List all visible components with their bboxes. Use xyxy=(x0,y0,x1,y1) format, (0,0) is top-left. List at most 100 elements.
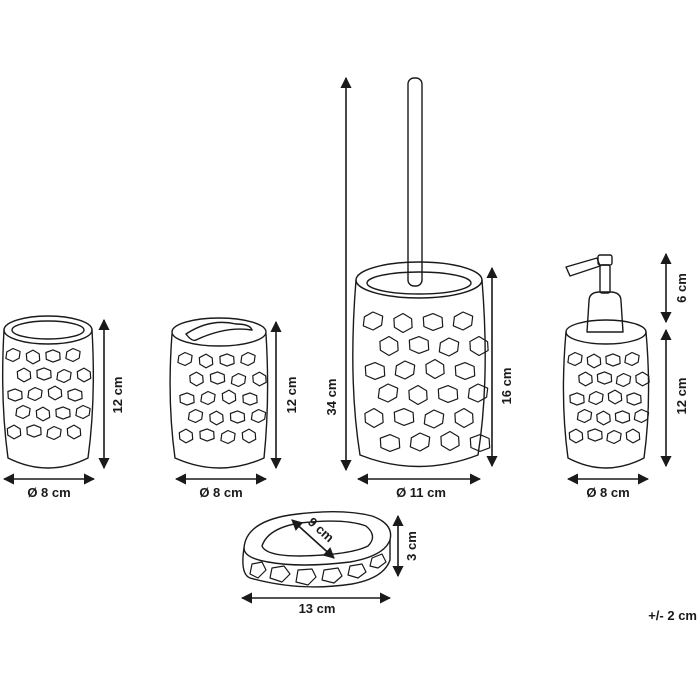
hexagon-cell xyxy=(567,351,583,367)
hexagon-cell xyxy=(177,351,193,367)
hexagon-cell xyxy=(633,408,650,424)
tumbler-width-dimension: Ø 8 cm xyxy=(2,473,96,500)
hexagon-cell xyxy=(596,410,611,426)
brush-total-height-label: 34 cm xyxy=(324,379,339,416)
hexagon-cell xyxy=(578,371,593,387)
hexagon-cell xyxy=(454,362,476,380)
hexagon-cell xyxy=(229,410,246,424)
hexagon-cell xyxy=(198,353,214,369)
hexagon-cell xyxy=(425,358,445,380)
hexagon-cell xyxy=(438,337,460,357)
hexagon-cell xyxy=(66,424,82,440)
hexagon-cell xyxy=(221,389,237,405)
hexagon-cell xyxy=(242,392,258,406)
hexagon-cell xyxy=(76,367,92,383)
hexagon-cell xyxy=(625,428,641,444)
hexagon-cell xyxy=(393,408,415,426)
hexagon-cell xyxy=(379,335,399,357)
hexagon-cell xyxy=(179,392,195,406)
hexagon-cell xyxy=(569,392,585,406)
brush-holder-height-label: 16 cm xyxy=(499,368,514,405)
hexagon-cell xyxy=(219,353,235,367)
hexagon-cell xyxy=(47,385,63,401)
dispenser-pump-height-dimension: 6 cm xyxy=(660,252,689,324)
hexagon-cell xyxy=(635,371,650,387)
dispenser-width-dimension: Ø 8 cm xyxy=(566,473,650,500)
soap-dish xyxy=(242,511,392,588)
hexagon-cell xyxy=(27,386,43,402)
hexagon-cell xyxy=(377,383,399,403)
dish-hex-band xyxy=(249,553,387,586)
holder-width-dimension: Ø 8 cm xyxy=(174,473,268,500)
hexagon-cell xyxy=(241,428,257,444)
hexagon-cell xyxy=(240,351,256,367)
hexagon-cell xyxy=(422,313,444,331)
dish-height-label: 3 cm xyxy=(404,531,419,561)
hexagon-cell xyxy=(5,347,21,363)
dish-height-dimension: 3 cm xyxy=(392,514,419,578)
dish-width-label: 13 cm xyxy=(299,601,336,616)
hexagon-cell xyxy=(576,408,593,424)
hexagon-cell xyxy=(624,351,640,367)
dispenser-hex-pattern xyxy=(567,351,650,445)
hexagon-cell xyxy=(26,424,42,438)
hexagon-cell xyxy=(15,404,31,420)
hexagon-cell xyxy=(586,353,602,369)
pump-stem xyxy=(599,264,611,294)
hexagon-cell xyxy=(408,384,428,406)
hexagon-cell xyxy=(615,372,632,388)
hexagon-cell xyxy=(605,353,621,367)
hexagon-cell xyxy=(250,408,267,424)
tumbler-width-label: Ø 8 cm xyxy=(27,485,70,500)
tumbler-height-dimension: 12 cm xyxy=(98,318,125,470)
hexagon-cell xyxy=(607,389,623,405)
holder-width-label: Ø 8 cm xyxy=(199,485,242,500)
hexagon-cell xyxy=(189,371,204,387)
hexagon-cell xyxy=(56,368,72,384)
soap-dispenser xyxy=(562,254,650,469)
holder-height-dimension: 12 cm xyxy=(270,320,299,470)
brush-hex-pattern xyxy=(362,311,491,452)
hexagon-cell xyxy=(55,406,71,420)
hexagon-cell xyxy=(6,424,22,440)
tumbler xyxy=(1,315,95,469)
dish-depth-label: 9 cm xyxy=(305,514,337,545)
hexagon-cell xyxy=(362,311,384,331)
hexagon-cell xyxy=(606,429,622,445)
hexagon-cell xyxy=(394,360,416,380)
dispenser-pump-height-label: 6 cm xyxy=(674,273,689,303)
hexagon-cell xyxy=(199,428,215,442)
tolerance-note: +/- 2 cm xyxy=(648,608,697,623)
dispenser-body-height-label: 12 cm xyxy=(674,378,689,415)
hexagon-cell xyxy=(614,410,631,424)
hexagon-cell xyxy=(178,428,194,444)
hexagon-cell xyxy=(452,311,474,331)
hexagon-cell xyxy=(568,428,584,444)
hexagon-cell xyxy=(200,390,216,406)
hexagon-cell xyxy=(67,388,83,402)
hexagon-cell xyxy=(437,385,459,403)
brush-width-dimension: Ø 11 cm xyxy=(356,473,482,500)
brush-holder-height-dimension: 16 cm xyxy=(486,266,514,468)
hexagon-cell xyxy=(454,407,474,429)
hexagon-cell xyxy=(25,349,41,365)
hexagon-cell xyxy=(45,349,61,363)
hexagon-cell xyxy=(7,388,23,402)
pump-spout xyxy=(565,257,601,277)
hexagon-cell xyxy=(46,425,62,441)
hexagon-cell xyxy=(440,430,460,452)
dish-width-dimension: 13 cm xyxy=(240,592,392,616)
hexagon-cell xyxy=(252,371,267,387)
hexagon-cell xyxy=(220,429,236,445)
holder-height-label: 12 cm xyxy=(284,377,299,414)
brush-handle xyxy=(407,77,423,287)
hexagon-cell xyxy=(75,404,91,420)
hexagon-cell xyxy=(588,390,604,406)
dispenser-body-height-dimension: 12 cm xyxy=(660,328,689,468)
tumbler-height-label: 12 cm xyxy=(110,377,125,414)
hexagon-cell xyxy=(364,362,386,380)
hexagon-cell xyxy=(626,392,642,406)
brush-total-height-dimension: 34 cm xyxy=(324,76,352,472)
hexagon-cell xyxy=(364,407,384,429)
